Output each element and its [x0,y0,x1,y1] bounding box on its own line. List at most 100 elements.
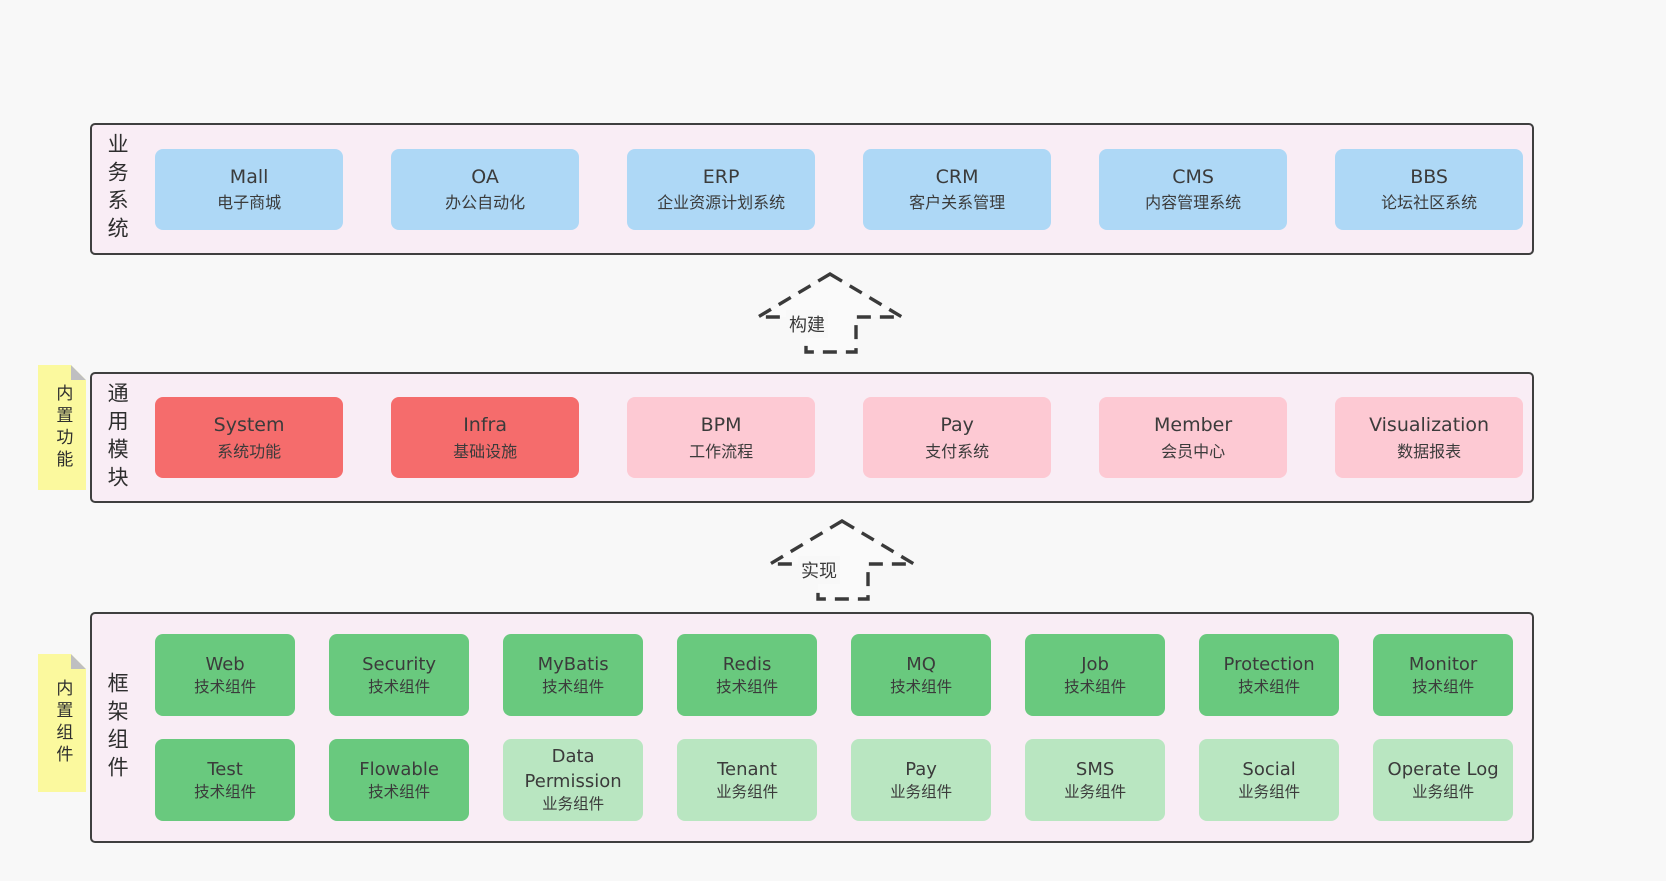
box-subtitle: 技术组件 [368,782,431,801]
box-title: Tenant [717,758,778,780]
box-title: MQ [906,653,936,675]
folded-corner-icon [71,654,86,669]
box-title: OA [471,165,499,188]
box-title: BPM [700,414,742,437]
box-title: CMS [1172,165,1214,188]
box-cms: CMS 内容管理系统 [1099,148,1288,230]
note-text: 内置功能 [52,383,73,472]
folded-corner-icon [71,365,86,380]
business-boxes: Mall 电子商城 OA 办公自动化 ERP 企业资源计划系统 CRM 客户关系… [155,148,1524,230]
box-pay: Pay 支付系统 [863,397,1052,478]
box-subtitle: 技术组件 [1238,677,1301,696]
box-subtitle: 技术组件 [542,677,605,696]
box-subtitle: 基础设施 [453,441,518,461]
arrow-build-label: 构建 [786,310,828,338]
box-title: MyBatis [537,653,609,675]
box-title: Flowable [359,758,439,780]
box-security: Security 技术组件 [329,634,470,716]
box-mq: MQ 技术组件 [851,634,992,716]
box-subtitle: 支付系统 [925,441,990,461]
box-infra: Infra 基础设施 [391,397,580,478]
box-title: BBS [1410,165,1448,188]
box-subtitle: 技术组件 [194,782,257,801]
arrow-implement: 实现 [762,518,922,602]
box-title: Pay [905,758,937,780]
box-subtitle: 技术组件 [1064,677,1127,696]
box-mall: Mall 电子商城 [155,148,344,230]
box-subtitle: 论坛社区系统 [1381,193,1478,213]
band-common-modules: 通用模块 System 系统功能 Infra 基础设施 BPM 工作流程 Pay… [90,372,1534,503]
box-bbs: BBS 论坛社区系统 [1335,148,1524,230]
sticky-note-built-in-components: 内置组件 [38,654,86,792]
component-row-2: Test 技术组件 Flowable 技术组件 Data Permission … [155,739,1514,821]
box-mybatis: MyBatis 技术组件 [503,634,644,716]
box-title: Data Permission [524,745,622,793]
dashed-up-arrow-icon [763,519,921,601]
box-title: Security [362,653,437,675]
box-sms: SMS 业务组件 [1025,739,1166,821]
box-subtitle: 业务组件 [1238,782,1301,801]
box-title: Redis [722,653,772,675]
box-title: Monitor [1408,653,1478,675]
box-subtitle: 业务组件 [716,782,779,801]
box-title: Pay [940,414,974,437]
box-subtitle: 技术组件 [890,677,953,696]
box-title: Visualization [1369,414,1490,437]
box-visualization: Visualization 数据报表 [1335,397,1524,478]
box-subtitle: 技术组件 [716,677,779,696]
box-subtitle: 客户关系管理 [909,193,1006,213]
box-subtitle: 企业资源计划系统 [657,193,786,213]
box-monitor: Monitor 技术组件 [1373,634,1514,716]
box-oa: OA 办公自动化 [391,148,580,230]
band-modules-label: 通用模块 [105,381,130,494]
box-title: Protection [1223,653,1315,675]
box-title: Infra [463,414,507,437]
box-subtitle: 技术组件 [1412,677,1475,696]
box-redis: Redis 技术组件 [677,634,818,716]
box-title: Job [1081,653,1109,675]
module-boxes: System 系统功能 Infra 基础设施 BPM 工作流程 Pay 支付系统… [155,397,1524,478]
box-subtitle: 系统功能 [217,441,282,461]
box-web: Web 技术组件 [155,634,296,716]
band-framework-components: 框架组件 Web 技术组件 Security 技术组件 MyBatis 技术组件… [90,612,1534,843]
box-test: Test 技术组件 [155,739,296,821]
box-subtitle: 业务组件 [1412,782,1475,801]
box-title: Web [205,653,245,675]
arrow-build: 构建 [750,272,910,354]
box-subtitle: 办公自动化 [445,193,526,213]
box-tenant: Tenant 业务组件 [677,739,818,821]
note-text: 内置组件 [52,679,73,767]
box-data-permission: Data Permission 业务组件 [503,739,644,821]
box-system: System 系统功能 [155,397,344,478]
box-title: Test [207,758,243,780]
box-title: Operate Log [1387,758,1499,780]
box-member: Member 会员中心 [1099,397,1288,478]
box-subtitle: 业务组件 [1064,782,1127,801]
box-protection: Protection 技术组件 [1199,634,1340,716]
component-row-1: Web 技术组件 Security 技术组件 MyBatis 技术组件 Redi… [155,634,1514,716]
box-subtitle: 内容管理系统 [1145,193,1242,213]
box-subtitle: 会员中心 [1161,441,1226,461]
band-business-label: 业务系统 [105,133,130,245]
band-business-systems: 业务系统 Mall 电子商城 OA 办公自动化 ERP 企业资源计划系统 CRM… [90,123,1534,255]
box-flowable: Flowable 技术组件 [329,739,470,821]
box-title: SMS [1075,758,1115,780]
box-title: ERP [702,165,740,188]
box-subtitle: 技术组件 [368,677,431,696]
box-subtitle: 业务组件 [890,782,953,801]
box-operate-log: Operate Log 业务组件 [1373,739,1514,821]
box-social: Social 业务组件 [1199,739,1340,821]
box-subtitle: 技术组件 [194,677,257,696]
sticky-note-built-in-features: 内置功能 [38,365,86,490]
box-subtitle: 电子商城 [217,193,282,213]
box-title: Member [1154,414,1233,437]
dashed-up-arrow-icon [751,272,909,354]
box-subtitle: 业务组件 [542,795,605,814]
box-job: Job 技术组件 [1025,634,1166,716]
box-subtitle: 工作流程 [689,441,754,461]
component-rows: Web 技术组件 Security 技术组件 MyBatis 技术组件 Redi… [155,634,1514,821]
box-subtitle: 数据报表 [1397,441,1462,461]
box-crm: CRM 客户关系管理 [863,148,1052,230]
band-components-label: 框架组件 [105,671,130,784]
arrow-implement-label: 实现 [798,556,840,584]
